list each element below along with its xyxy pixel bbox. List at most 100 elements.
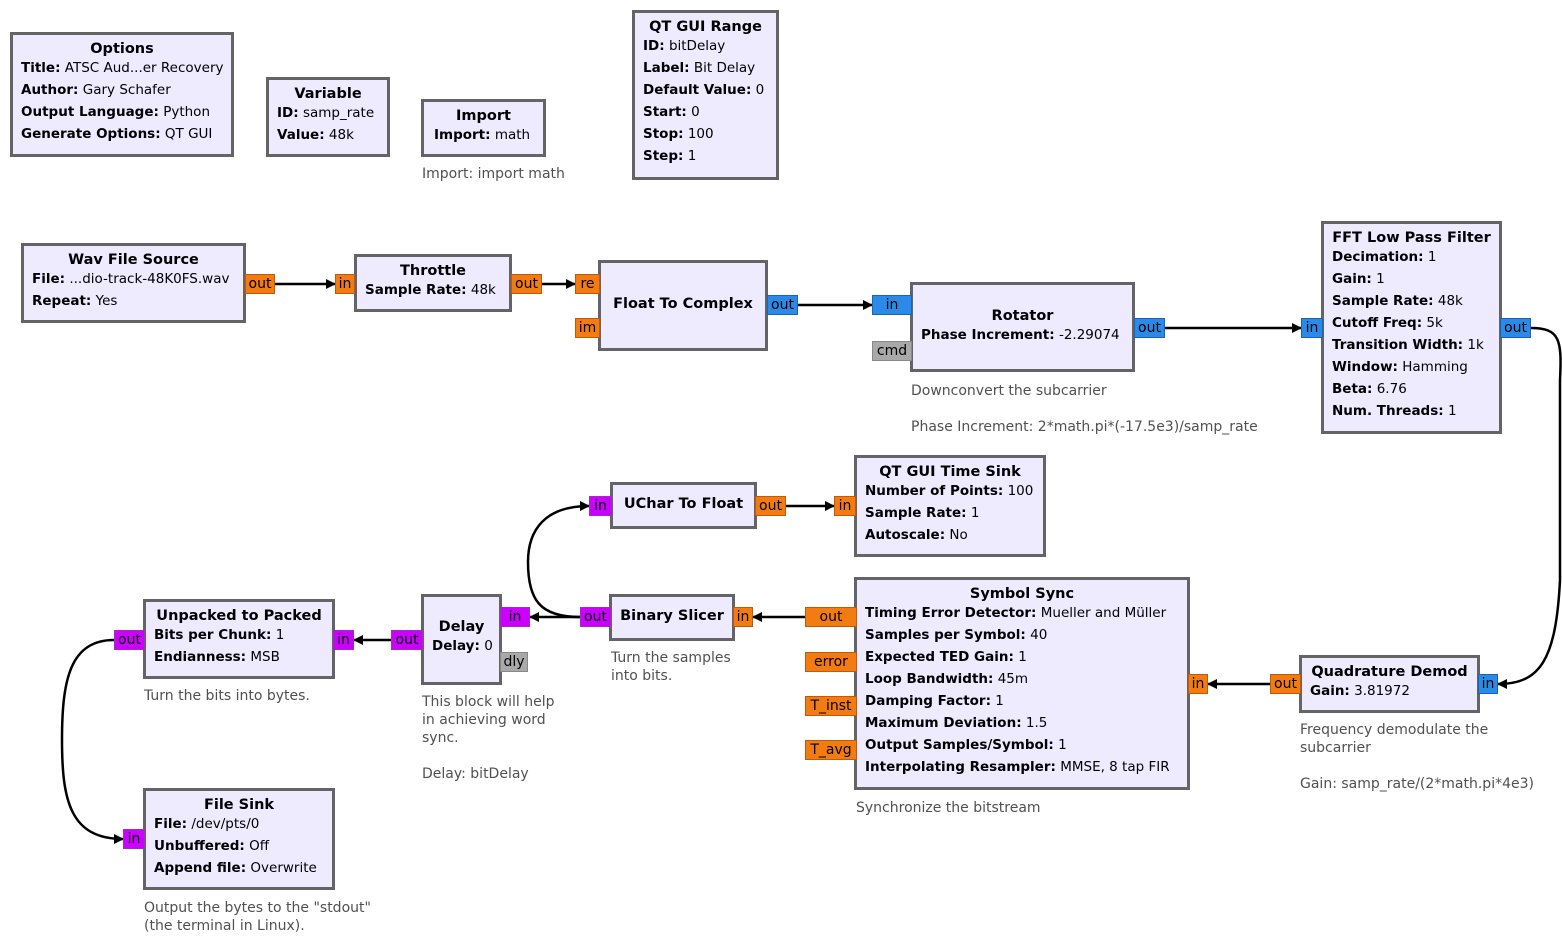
- throttle-out-port[interactable]: out: [511, 274, 542, 294]
- qt-gui-time-sink-block[interactable]: QT GUI Time Sink Number of Points: 100 S…: [854, 455, 1046, 557]
- quadrature-demod-in-port[interactable]: in: [1478, 674, 1498, 694]
- param-row: Delay: 0: [432, 638, 493, 654]
- param-row: Decimation: 1: [1332, 249, 1437, 265]
- param-row: Step: 1: [643, 148, 697, 164]
- param-row: Endianness: MSB: [154, 649, 280, 665]
- block-title: UChar To Float: [623, 496, 744, 512]
- block-title: File Sink: [203, 797, 275, 813]
- symbol-sync-out-port[interactable]: out: [805, 607, 857, 627]
- delay-out-port[interactable]: out: [391, 630, 423, 650]
- param-row: Output Language: Python: [21, 104, 210, 120]
- param-row: File: ...dio-track-48K0FS.wav: [32, 271, 230, 287]
- param-row: Interpolating Resampler: MMSE, 8 tap FIR: [865, 759, 1170, 775]
- delay-dly-port[interactable]: dly: [500, 652, 528, 672]
- param-row: Bits per Chunk: 1: [154, 627, 285, 643]
- param-row: Window: Hamming: [1332, 359, 1468, 375]
- block-title: Wav File Source: [68, 252, 199, 268]
- param-row: Cutoff Freq: 5k: [1332, 315, 1443, 331]
- file-sink-in-port[interactable]: in: [123, 829, 145, 849]
- param-row: Output Samples/Symbol: 1: [865, 737, 1067, 753]
- block-title: Options: [90, 41, 154, 57]
- param-row: Label: Bit Delay: [643, 60, 756, 76]
- file-sink-comment: Output the bytes to the "stdout" (the te…: [144, 900, 371, 934]
- wav-file-source-block[interactable]: Wav File Source File: ...dio-track-48K0F…: [21, 243, 246, 323]
- block-title: QT GUI Range: [649, 19, 762, 35]
- fft-low-pass-filter-block[interactable]: FFT Low Pass Filter Decimation: 1 Gain: …: [1321, 221, 1502, 434]
- wav-file-source-out-port[interactable]: out: [245, 274, 275, 294]
- param-row: Default Value: 0: [643, 82, 765, 98]
- qt-gui-range-block[interactable]: QT GUI Range ID: bitDelay Label: Bit Del…: [632, 10, 779, 180]
- throttle-block[interactable]: Throttle Sample Rate: 48k: [354, 254, 512, 312]
- binary-slicer-block[interactable]: Binary Slicer: [609, 594, 735, 641]
- block-title: Quadrature Demod: [1311, 664, 1468, 680]
- binary-slicer-comment: Turn the samples into bits.: [611, 650, 731, 684]
- connection-binary-slicer-to-uchar-to-float[interactable]: [526, 501, 590, 619]
- import-block[interactable]: Import Import: math: [421, 99, 546, 157]
- param-row: Value: 48k: [277, 127, 354, 143]
- time-sink-in-port[interactable]: in: [834, 496, 856, 516]
- param-row: Expected TED Gain: 1: [865, 649, 1027, 665]
- param-row: Timing Error Detector: Mueller and Mülle…: [865, 605, 1167, 621]
- rotator-out-port[interactable]: out: [1134, 318, 1165, 338]
- rotator-in-port[interactable]: in: [872, 295, 912, 315]
- symbol-sync-t-avg-port[interactable]: T_avg: [805, 740, 857, 760]
- connection-unpacked-to-packed-to-file-sink[interactable]: [60, 638, 124, 844]
- symbol-sync-t-inst-port[interactable]: T_inst: [805, 696, 857, 716]
- param-row: Append file: Overwrite: [154, 860, 317, 876]
- block-title: Symbol Sync: [969, 586, 1075, 602]
- unpacked-to-packed-block[interactable]: Unpacked to Packed Bits per Chunk: 1 End…: [143, 599, 335, 679]
- block-title: Delay: [438, 619, 485, 635]
- float-to-complex-block[interactable]: Float To Complex: [598, 260, 768, 351]
- quadrature-demod-block[interactable]: Quadrature Demod Gain: 3.81972: [1299, 655, 1480, 713]
- block-title: Import: [456, 108, 511, 124]
- unpacked-to-packed-in-port[interactable]: in: [333, 630, 354, 650]
- symbol-sync-block[interactable]: Symbol Sync Timing Error Detector: Muell…: [854, 577, 1190, 790]
- param-row: Unbuffered: Off: [154, 838, 270, 854]
- float-to-complex-out-port[interactable]: out: [767, 295, 798, 315]
- param-row: Loop Bandwidth: 45m: [865, 671, 1029, 687]
- uchar-to-float-out-port[interactable]: out: [755, 496, 786, 516]
- binary-slicer-out-port[interactable]: out: [580, 607, 611, 627]
- unpacked-to-packed-comment: Turn the bits into bytes.: [144, 688, 310, 704]
- block-title: Unpacked to Packed: [156, 608, 322, 624]
- param-row: Beta: 6.76: [1332, 381, 1407, 397]
- connection-fft-filter-to-quadrature-demod[interactable]: [1497, 326, 1562, 689]
- unpacked-to-packed-out-port[interactable]: out: [114, 630, 145, 650]
- variable-block[interactable]: Variable ID: samp_rate Value: 48k: [266, 77, 390, 157]
- float-to-complex-im-port[interactable]: im: [575, 318, 600, 338]
- options-block[interactable]: Options Title: ATSC Aud...er Recovery Au…: [10, 32, 234, 157]
- uchar-to-float-in-port[interactable]: in: [589, 496, 612, 516]
- param-row: Maximum Deviation: 1.5: [865, 715, 1048, 731]
- binary-slicer-in-port[interactable]: in: [733, 607, 753, 627]
- param-row: Stop: 100: [643, 126, 714, 142]
- param-row: Gain: 3.81972: [1310, 683, 1410, 699]
- file-sink-block[interactable]: File Sink File: /dev/pts/0 Unbuffered: O…: [143, 788, 335, 890]
- symbol-sync-error-port[interactable]: error: [805, 652, 857, 672]
- block-title: Binary Slicer: [620, 608, 724, 624]
- param-row: Damping Factor: 1: [865, 693, 1004, 709]
- delay-block[interactable]: Delay Delay: 0: [421, 594, 502, 685]
- param-row: Gain: 1: [1332, 271, 1385, 287]
- block-title: Throttle: [400, 263, 466, 279]
- rotator-block[interactable]: Rotator Phase Increment: -2.29074: [910, 282, 1135, 372]
- fft-filter-in-port[interactable]: in: [1301, 318, 1323, 338]
- delay-in-port[interactable]: in: [500, 607, 530, 627]
- param-row: Number of Points: 100: [865, 483, 1034, 499]
- param-row: Sample Rate: 48k: [1332, 293, 1463, 309]
- symbol-sync-comment: Synchronize the bitstream: [856, 800, 1041, 816]
- throttle-in-port[interactable]: in: [335, 274, 355, 294]
- quadrature-demod-out-port[interactable]: out: [1270, 674, 1301, 694]
- rotator-cmd-port[interactable]: cmd: [872, 341, 912, 361]
- uchar-to-float-block[interactable]: UChar To Float: [610, 482, 757, 529]
- param-row: Samples per Symbol: 40: [865, 627, 1048, 643]
- param-row: Autoscale: No: [865, 527, 968, 543]
- param-row: Title: ATSC Aud...er Recovery: [21, 60, 224, 76]
- block-title: Float To Complex: [613, 296, 753, 312]
- fft-filter-out-port[interactable]: out: [1500, 318, 1531, 338]
- float-to-complex-re-port[interactable]: re: [575, 274, 600, 294]
- param-row: Sample Rate: 48k: [365, 282, 496, 298]
- symbol-sync-in-port[interactable]: in: [1188, 674, 1208, 694]
- delay-comment: This block will help in achieving word s…: [422, 694, 555, 782]
- import-comment: Import: import math: [422, 166, 565, 182]
- param-row: Repeat: Yes: [32, 293, 118, 309]
